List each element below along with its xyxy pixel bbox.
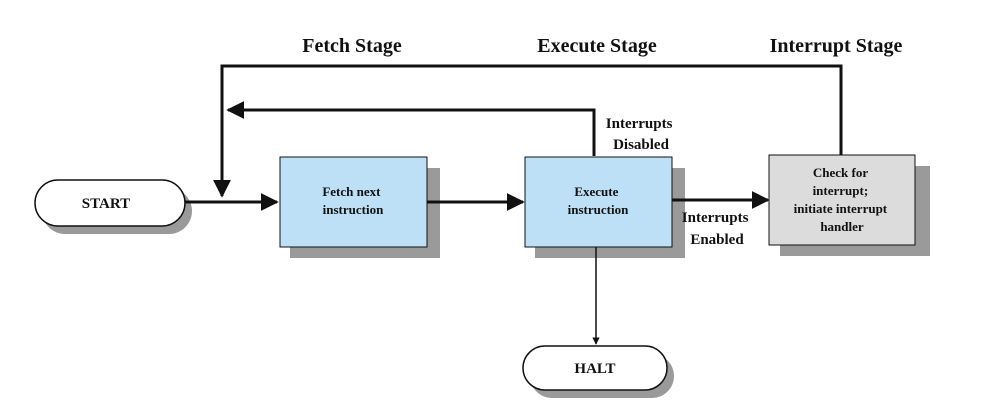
execute-box-line-1: Execute [574, 184, 618, 199]
interrupt-box-line-4: handler [820, 219, 864, 234]
execute-box [524, 156, 673, 248]
fetch-box-line-2: instruction [323, 202, 384, 217]
interrupt-stage-label: Interrupt Stage [770, 35, 903, 57]
interrupts-enabled-line-1: Interrupts [682, 210, 749, 226]
interrupts-disabled-line-1: Interrupts [606, 116, 673, 132]
start-label: START [82, 196, 130, 212]
interrupt-box-text: Check for interrupt; initiate interrupt … [794, 165, 891, 234]
fetch-stage-label: Fetch Stage [302, 35, 402, 57]
interrupt-box-line-2: interrupt; [813, 183, 869, 198]
execute-box-line-2: instruction [568, 202, 629, 217]
halt-terminal [522, 345, 668, 391]
fetch-box [279, 156, 428, 248]
interrupt-box-line-3: initiate interrupt [794, 201, 888, 216]
interrupt-box [768, 154, 916, 246]
interrupts-disabled-line [226, 101, 596, 156]
fetch-box-text: Fetch next instruction [322, 184, 384, 217]
interrupts-enabled-line-2: Enabled [690, 232, 744, 248]
interrupts-enabled-label: Interrupts Enabled [682, 210, 752, 248]
interrupt-return-line [213, 64, 843, 198]
interrupt-box-line-1: Check for [813, 165, 868, 180]
execute-stage-label: Execute Stage [537, 35, 657, 57]
halt-label: HALT [574, 361, 615, 377]
execute-box-text: Execute instruction [568, 184, 629, 217]
fetch-box-line-1: Fetch next [322, 184, 381, 199]
interrupts-disabled-line-2: Disabled [613, 137, 670, 153]
interrupts-disabled-label: Interrupts Disabled [606, 116, 676, 153]
